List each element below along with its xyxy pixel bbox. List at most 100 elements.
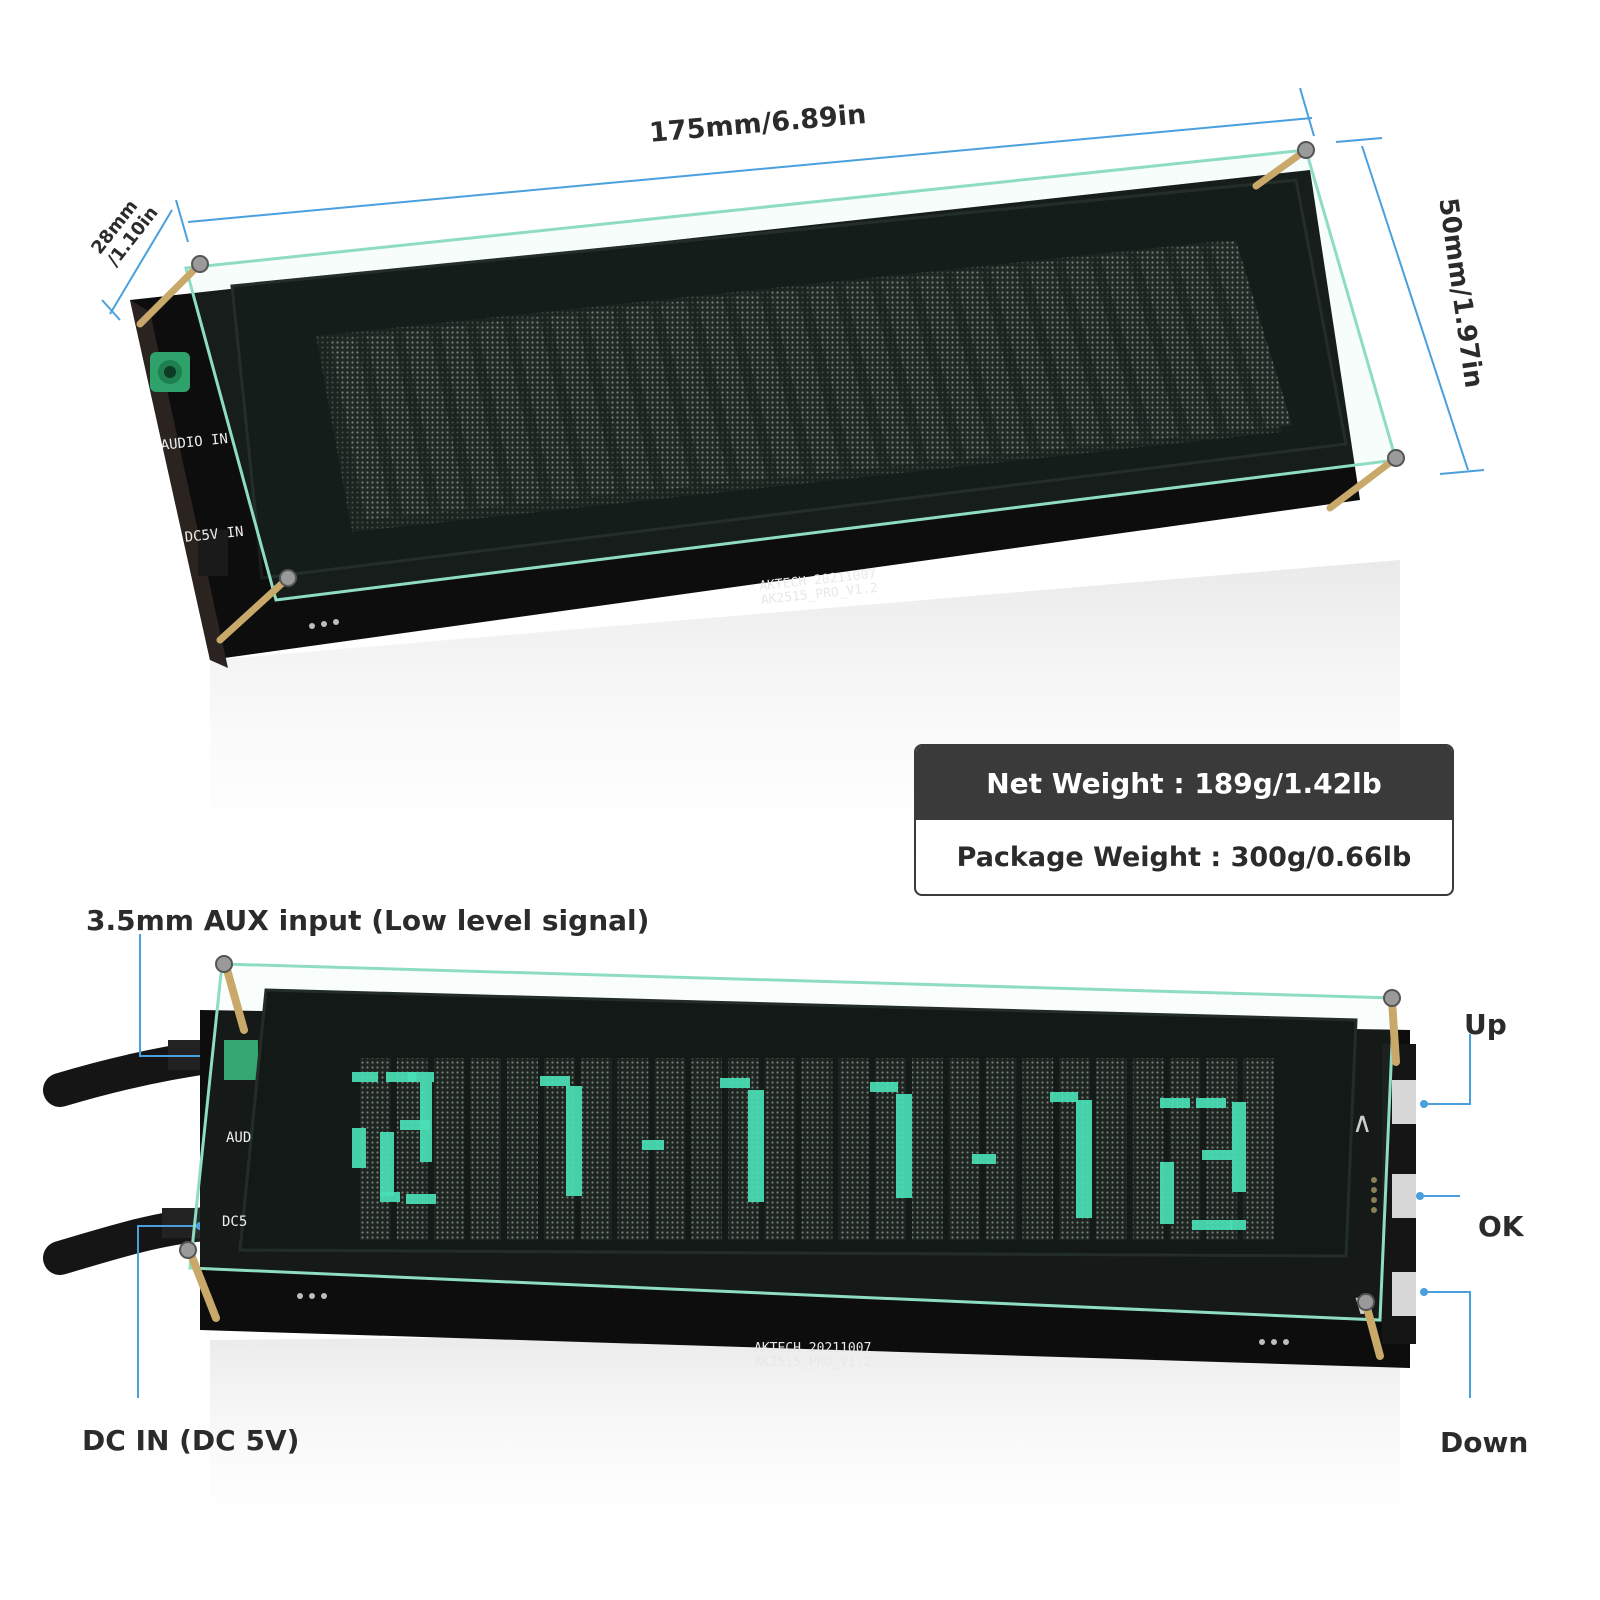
vfd-column-gap [464,1058,471,1240]
bottom-aud-label: AUD [226,1130,252,1146]
ok-button [1392,1174,1416,1218]
vfd-lit-segment [642,1140,664,1150]
vfd-lit-segment [1050,1092,1078,1102]
up-button [1392,1080,1416,1124]
vfd-column-gap [1200,1058,1207,1240]
top-dc-jack [198,530,228,576]
top-vfd-column [1210,241,1292,428]
weight-info-box: Net Weight : 189g/1.42lb Package Weight … [914,744,1454,896]
bottom-dc-label: DC5 [222,1214,248,1230]
top-vfd-column [1100,253,1180,440]
top-vfd-column [1173,245,1255,432]
vfd-lit-segment [386,1072,416,1082]
vfd-column-gap [722,1058,728,1240]
top-glass-panel [184,148,1398,602]
vfd-column-gap [685,1058,692,1240]
up-callout: Up [1464,1008,1507,1041]
bottom-board-silkscreen: AKTECH 20211007 AK2515_PRO_V1.2 [754,1342,871,1370]
aux-input-callout: 3.5mm AUX input (Low level signal) [86,904,650,937]
vfd-lit-segment [540,1076,570,1086]
vfd-lit-segment [380,1192,400,1202]
vfd-column-gap [501,1058,508,1240]
top-vfd-column [916,273,992,459]
net-weight: Net Weight : 189g/1.42lb [916,746,1452,820]
top-vfd-column [1026,261,1105,448]
vfd-lit-segment [1202,1150,1232,1160]
top-vfd-column [953,269,1030,455]
top-vfd-column [880,277,955,463]
bottom-screws [179,955,1401,1311]
vfd-column-gap [1126,1058,1133,1240]
vfd-lit-segment [1196,1098,1226,1108]
top-vfd-column [366,333,430,517]
down-button [1392,1272,1416,1316]
top-vfd-column [806,285,880,471]
vfd-lit-segment [352,1128,366,1168]
top-vfd-column [1063,257,1142,444]
bottom-vfd-grid [354,1058,1274,1240]
vfd-lit-segment [1232,1102,1246,1192]
down-callout: Down [1440,1426,1529,1459]
vfd-lit-segment [972,1154,996,1164]
top-vfd-column [550,313,617,497]
top-vfd-column [1136,249,1217,436]
top-vfd-column [586,309,655,494]
top-screws [191,141,1405,587]
bottom-board-model: AK2515_PRO_V1.2 [754,1355,872,1370]
top-vfd-column [660,301,730,486]
top-vfd-column [623,305,692,490]
bottom-callout-lines [137,934,1471,1398]
vfd-lit-segment [408,1072,434,1082]
vfd-column-gap [832,1058,839,1240]
top-vfd-column [696,297,767,482]
package-weight: Package Weight : 300g/0.66lb [956,841,1412,873]
vfd-lit-segment [1160,1162,1174,1224]
bottom-board-date: AKTECH 20211007 [754,1341,872,1356]
top-dimension-lines [101,87,1485,475]
vfd-column-gap [1090,1058,1096,1240]
vfd-column-gap [1163,1058,1170,1240]
top-standoffs [136,146,1400,644]
vfd-column-gap [795,1058,802,1240]
top-vfd-columns [330,241,1292,520]
top-vfd-column [513,317,580,501]
vfd-lit-segment [1230,1220,1246,1230]
top-vfd-column [440,325,505,509]
top-vfd-column [403,329,467,513]
vfd-column-gap [1016,1058,1023,1240]
vfd-lit-segment [1160,1098,1190,1108]
bottom-glass-panel [188,962,1396,1322]
top-vfd-column [843,281,917,467]
vfd-lit-segment [1076,1100,1092,1218]
vfd-clock-digits [352,1072,1246,1230]
top-vfd-column [770,289,842,474]
vfd-lit-segment [406,1194,436,1204]
top-vfd-column [733,293,805,478]
vfd-lit-segment [720,1078,750,1088]
vfd-lit-segment [870,1082,898,1092]
vfd-lit-segment [748,1090,764,1202]
dc-in-callout: DC IN (DC 5V) [82,1424,300,1457]
vfd-column-gap [1053,1058,1060,1240]
vfd-lit-segment [400,1120,430,1130]
ok-callout: OK [1478,1210,1524,1243]
vfd-lit-segment [380,1132,394,1196]
vfd-lit-segment [1192,1220,1232,1230]
bottom-standoffs [186,962,1400,1360]
vfd-column-gap [942,1058,949,1240]
vfd-column-gap [1274,1058,1280,1240]
bottom-aux-jack [224,1040,258,1080]
up-arrow-icon: ∧ [1352,1106,1373,1139]
top-vfd-column [330,337,392,520]
vfd-column-gap [979,1058,986,1240]
vfd-lit-segment [896,1094,912,1198]
vfd-lit-segment [352,1072,378,1082]
vfd-lit-segment [566,1086,582,1196]
vfd-column-gap [538,1058,544,1240]
top-vfd-column [990,265,1067,451]
vfd-column-gap [869,1058,876,1240]
top-vfd-column [476,321,542,505]
vfd-column-gap [611,1058,618,1240]
bottom-reflection [210,1330,1400,1560]
